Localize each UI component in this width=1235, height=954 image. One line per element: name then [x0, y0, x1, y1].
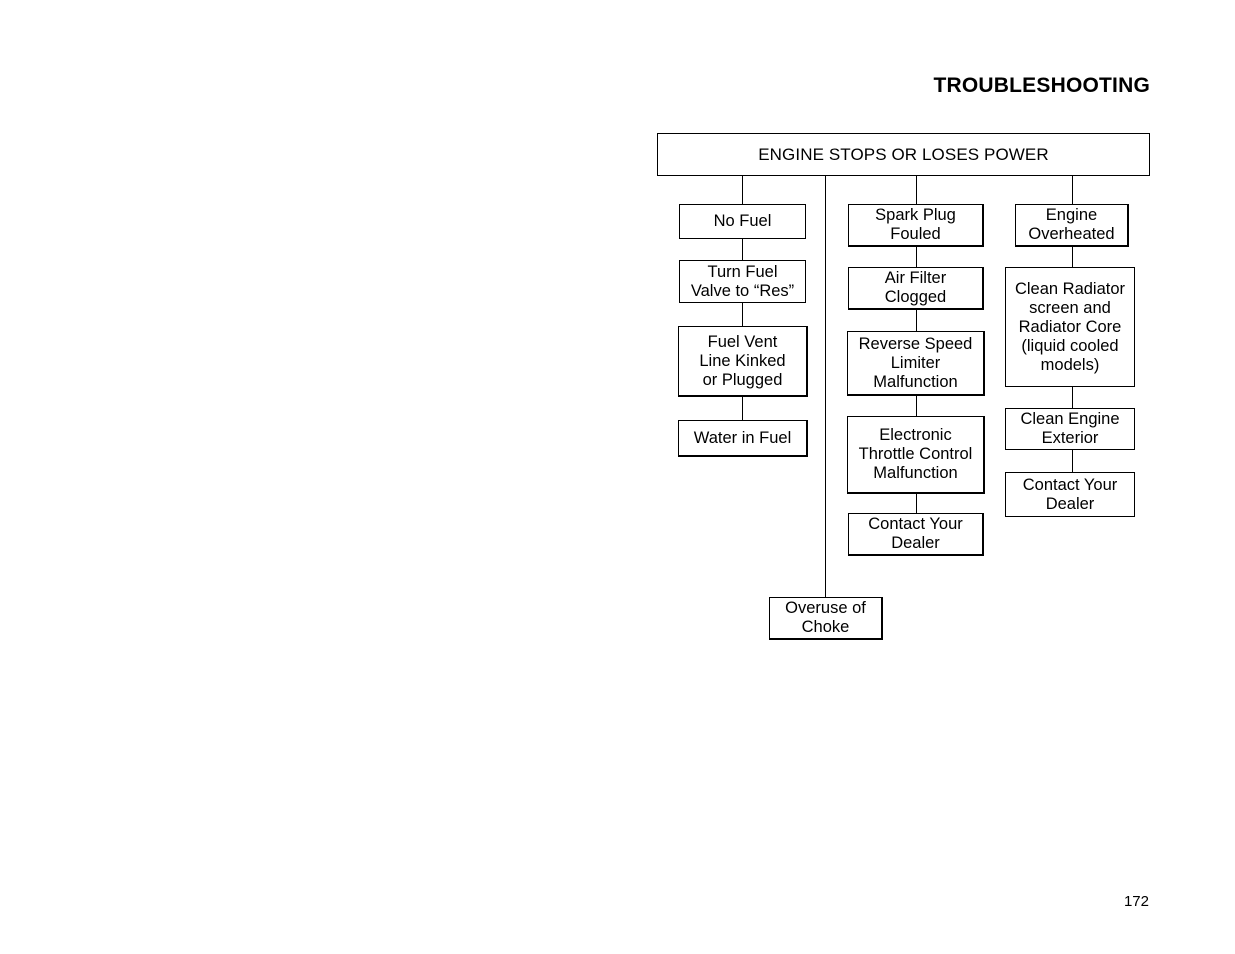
col4-step3-box: Contact Your Dealer	[1005, 472, 1135, 517]
col3-cause-box: Spark Plug Fouled	[848, 204, 984, 247]
col1-step2-label: Fuel Vent Line Kinked or Plugged	[699, 332, 786, 389]
col4-step2-box: Clean Engine Exterior	[1005, 408, 1135, 450]
col1-step3-label: Water in Fuel	[693, 428, 792, 447]
col4-step1-label: Clean Radiator screen and Radiator Core …	[1014, 279, 1126, 374]
col2-cause-label: Overuse of Choke	[785, 599, 866, 636]
col4-step2-label: Clean Engine Exterior	[1020, 410, 1120, 447]
col1-step1-box: Turn Fuel Valve to “Res”	[679, 260, 806, 303]
col4-step1-box: Clean Radiator screen and Radiator Core …	[1005, 267, 1135, 387]
col3-step4-box: Contact Your Dealer	[848, 513, 984, 556]
col2-cause-box: Overuse of Choke	[769, 597, 883, 640]
col3-step1-label: Air Filter Clogged	[884, 269, 947, 306]
col3-step3-box: Electronic Throttle Control Malfunction	[847, 416, 985, 494]
page-title: TROUBLESHOOTING	[933, 74, 1150, 97]
col3-step4-label: Contact Your Dealer	[868, 515, 963, 552]
col3-step3-label: Electronic Throttle Control Malfunction	[858, 426, 973, 482]
root-box: ENGINE STOPS OR LOSES POWER	[657, 133, 1150, 176]
col3-step2-box: Reverse Speed Limiter Malfunction	[847, 331, 985, 396]
page-number: 172	[1123, 893, 1149, 910]
col1-cause-box: No Fuel	[679, 204, 806, 239]
col3-step2-label: Reverse Speed Limiter Malfunction	[858, 334, 973, 391]
col3-step1-box: Air Filter Clogged	[848, 267, 984, 310]
col1-cause-label: No Fuel	[713, 212, 772, 230]
col4-cause-box: Engine Overheated	[1015, 204, 1129, 247]
col4-cause-label: Engine Overheated	[1028, 206, 1115, 243]
col4-step3-label: Contact Your Dealer	[1022, 475, 1118, 513]
root-label: ENGINE STOPS OR LOSES POWER	[758, 145, 1049, 164]
col1-step2-box: Fuel Vent Line Kinked or Plugged	[678, 326, 808, 397]
col1-step1-label: Turn Fuel Valve to “Res”	[690, 262, 795, 300]
col1-step3-box: Water in Fuel	[678, 420, 808, 457]
col3-cause-label: Spark Plug Fouled	[875, 206, 956, 243]
